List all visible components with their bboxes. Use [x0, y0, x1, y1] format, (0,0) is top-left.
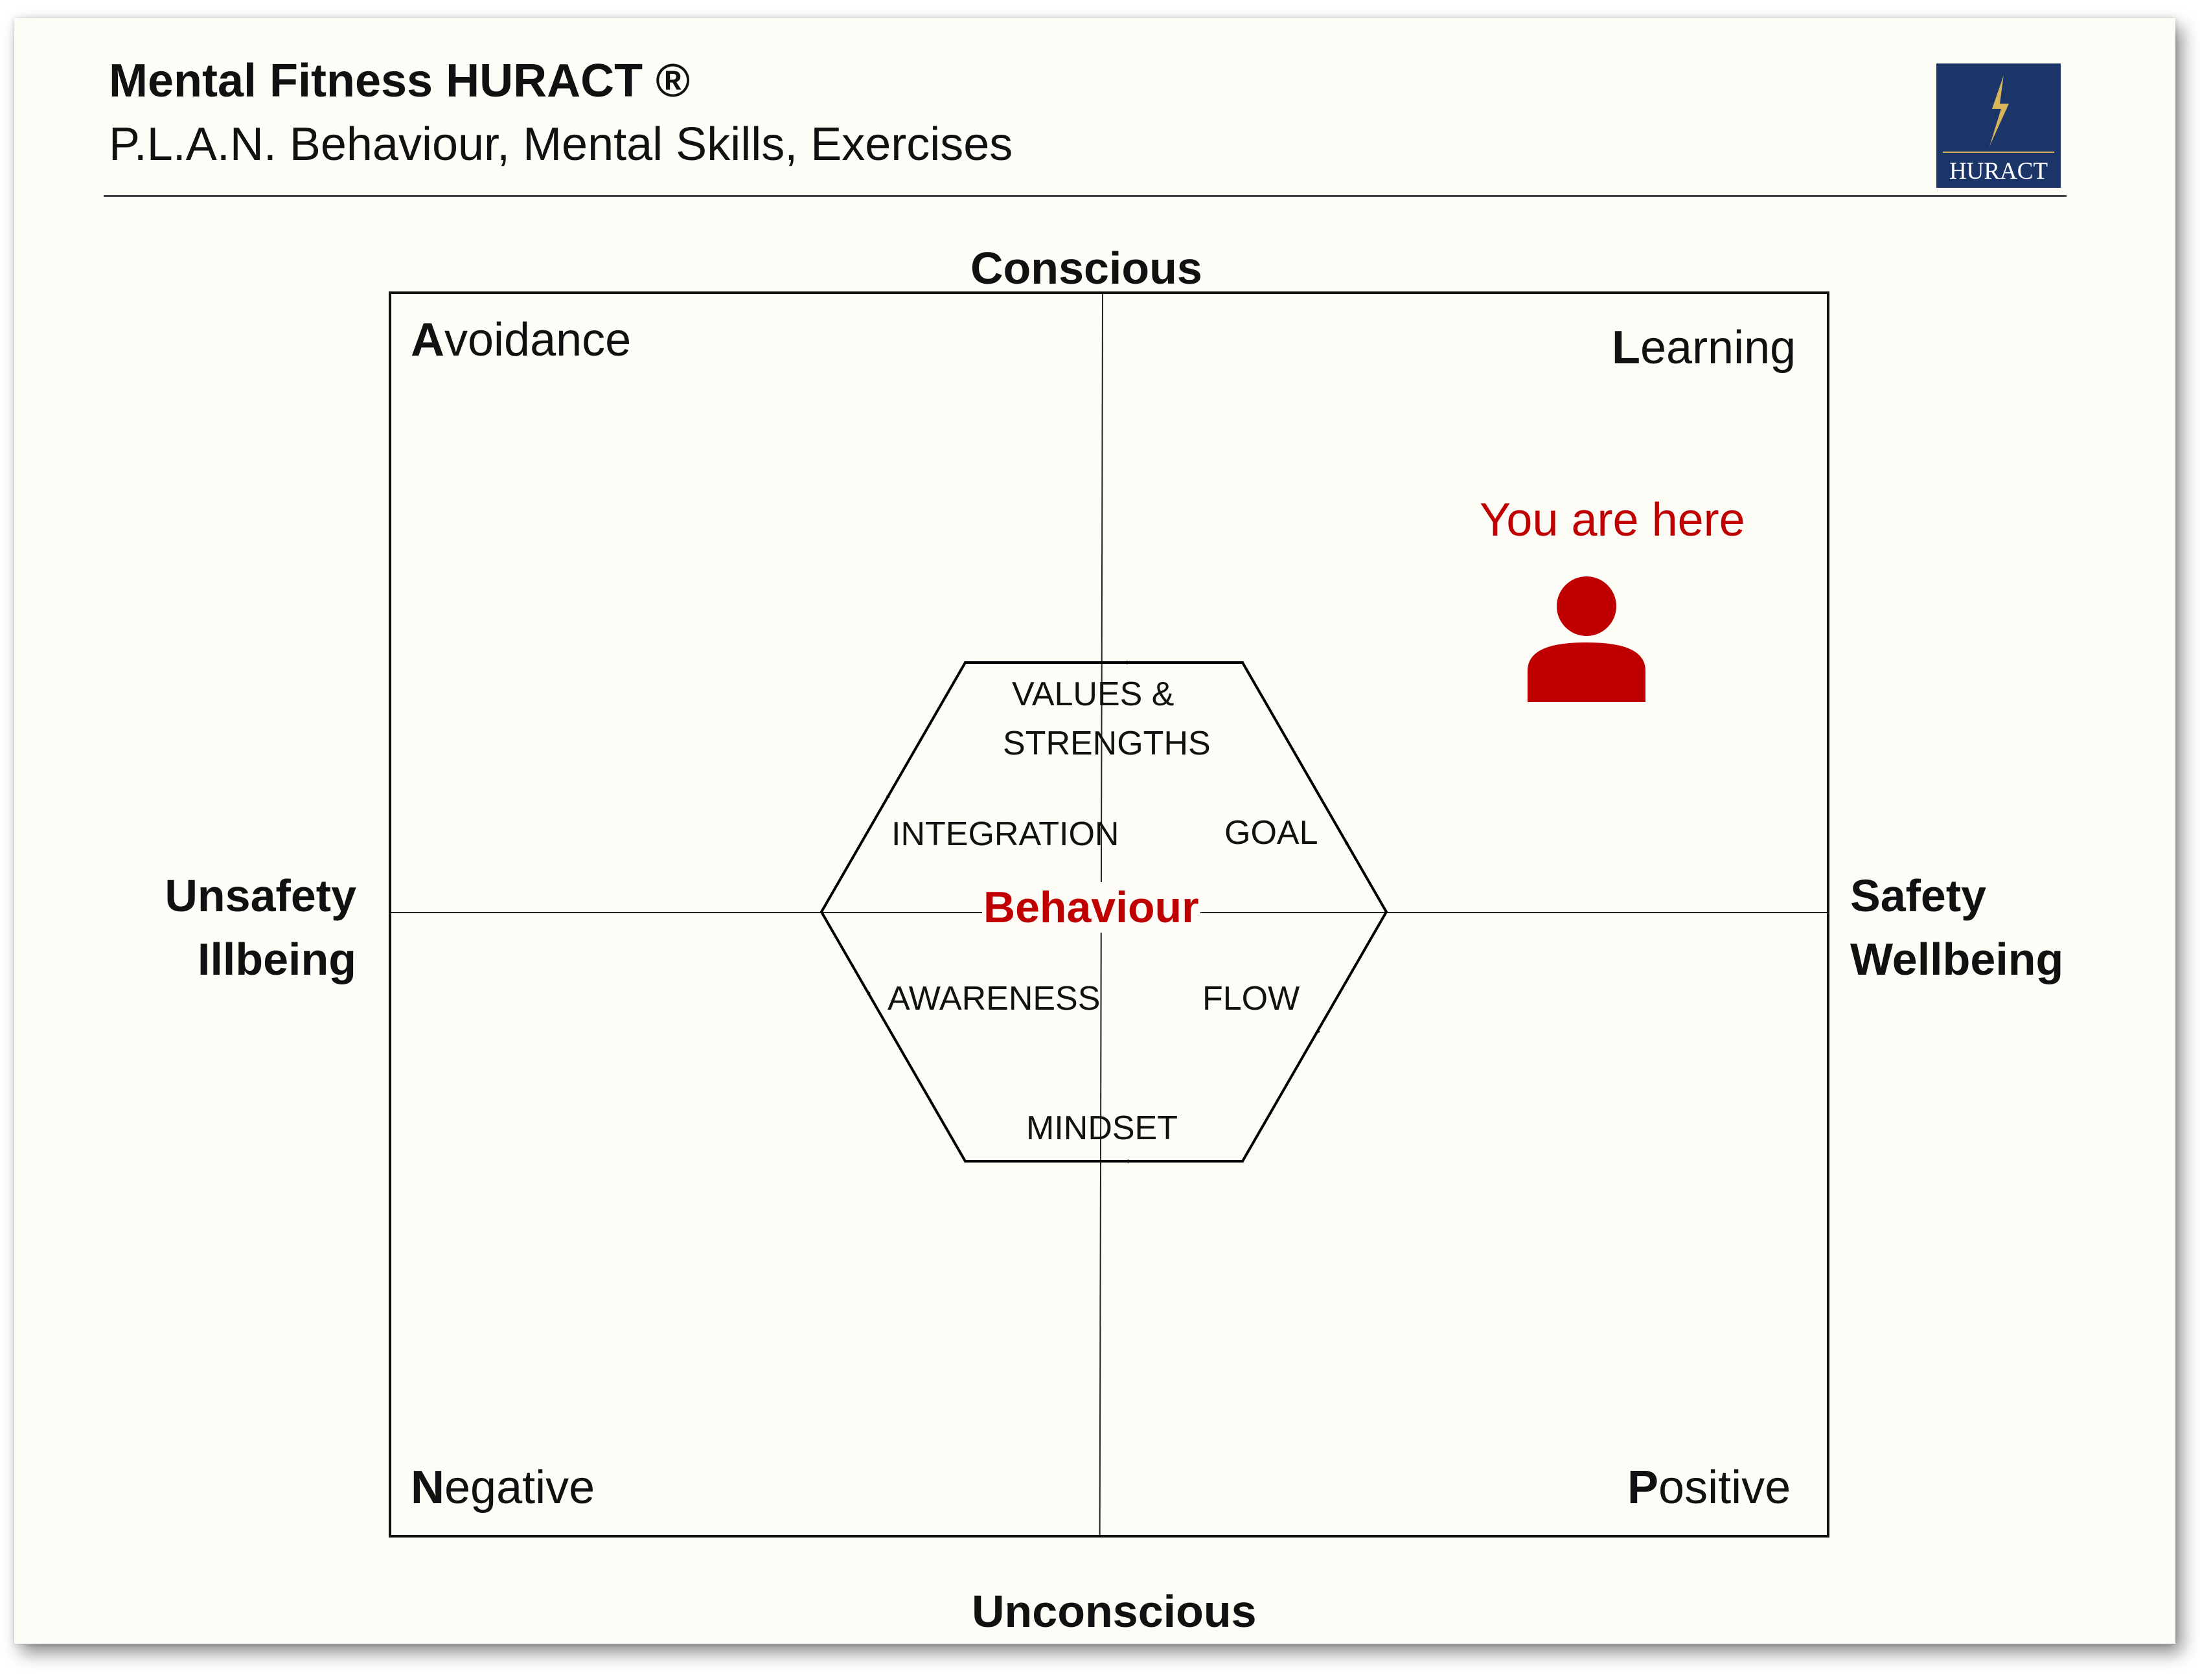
quadrant-positive-rest: ositive — [1658, 1462, 1791, 1514]
step-values-line1: VALUES & — [1012, 675, 1174, 713]
slide: Mental Fitness HURACT ® P.L.A.N. Behavio… — [14, 18, 2175, 1644]
axis-left-line1: Unsafety — [165, 870, 356, 921]
logo-divider — [1943, 152, 2054, 153]
person-icon — [1528, 576, 1645, 702]
axis-left-line2: Illbeing — [198, 934, 356, 984]
step-integration: INTEGRATION — [891, 815, 1119, 853]
step-mindset: MINDSET — [1026, 1109, 1178, 1147]
quadrant-learning: Learning — [1612, 321, 1796, 374]
logo-text: HURACT — [1949, 158, 2048, 185]
quadrant-learning-initial: L — [1612, 322, 1640, 374]
step-values-line2: STRENGTHS — [1003, 725, 1211, 762]
axis-left-label: Unsafety Illbeing — [131, 864, 356, 991]
quadrant-negative-initial: N — [411, 1462, 444, 1514]
step-awareness: AWARENESS — [888, 980, 1101, 1017]
lightning-icon — [1989, 75, 2009, 146]
quadrant-positive: Positive — [1627, 1461, 1791, 1514]
header-divider — [104, 195, 2067, 197]
behaviour-cycle — [819, 661, 1388, 1163]
quadrant-avoidance-rest: voidance — [444, 314, 632, 366]
quadrant-avoidance: Avoidance — [411, 313, 631, 367]
axis-right-line1: Safety — [1850, 870, 1987, 921]
cycle-center-label: Behaviour — [982, 882, 1200, 933]
step-goal: GOAL — [1224, 814, 1318, 852]
page-title: Mental Fitness HURACT ® — [109, 55, 691, 107]
step-flow: FLOW — [1202, 980, 1300, 1017]
cycle-hexagon — [819, 661, 1388, 1163]
quadrant-learning-rest: earning — [1640, 322, 1796, 374]
axis-right-line2: Wellbeing — [1850, 934, 2064, 984]
quadrant-avoidance-initial: A — [411, 314, 444, 366]
page-subtitle: P.L.A.N. Behaviour, Mental Skills, Exerc… — [109, 119, 1013, 170]
quadrant-positive-initial: P — [1627, 1462, 1659, 1514]
axis-top-label: Conscious — [970, 243, 1202, 293]
quadrant-negative-rest: egative — [444, 1462, 595, 1514]
quadrant-frame — [389, 291, 1829, 1538]
axis-right-label: Safety Wellbeing — [1850, 864, 2063, 991]
huract-logo: HURACT — [1936, 63, 2061, 188]
axis-bottom-label: Unconscious — [972, 1586, 1257, 1637]
you-are-here-label: You are here — [1480, 494, 1745, 546]
quadrant-negative: Negative — [411, 1461, 595, 1514]
